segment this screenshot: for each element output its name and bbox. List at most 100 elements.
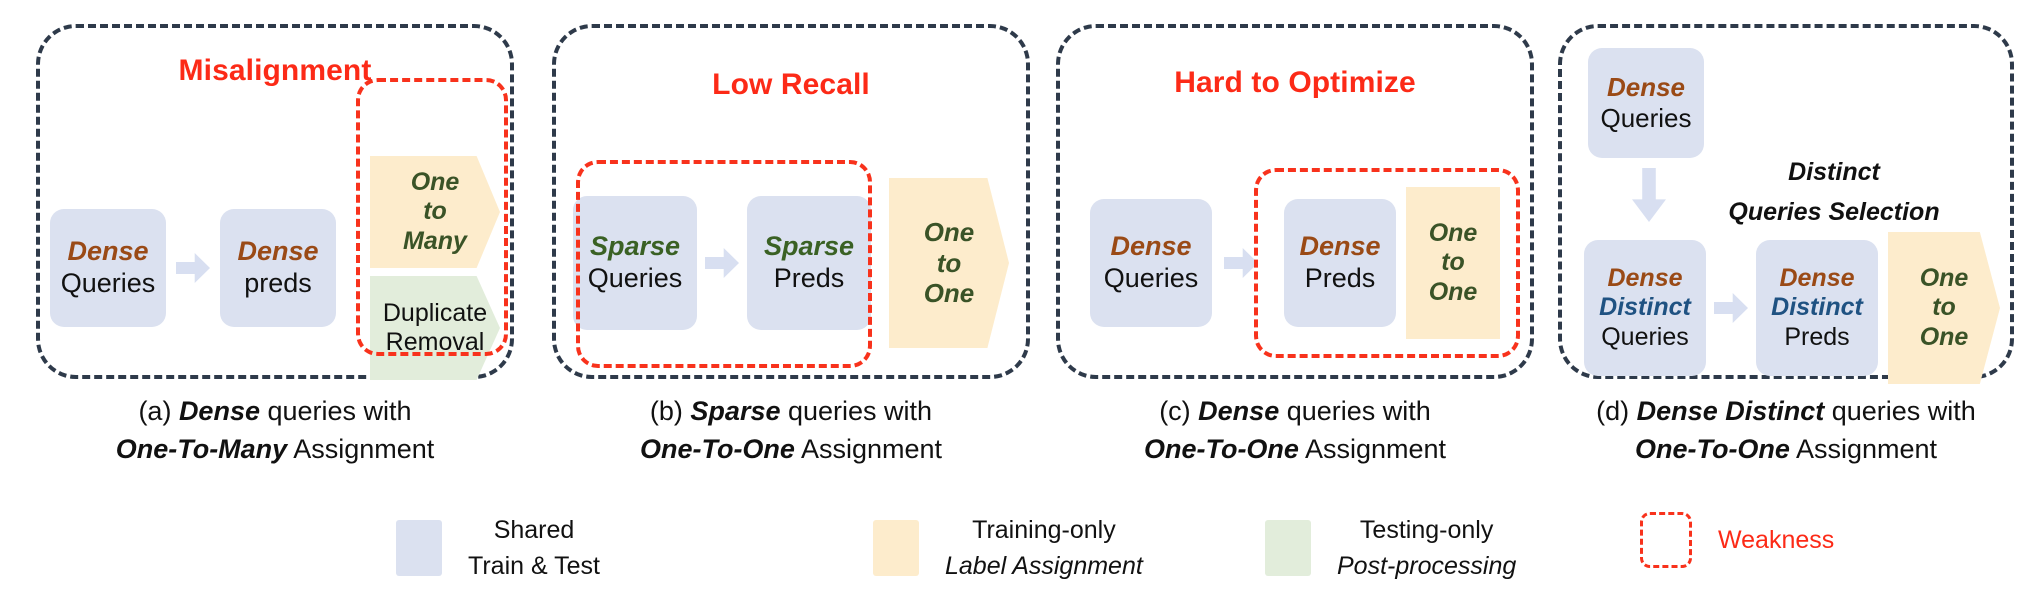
- panel-b: Low Recall Sparse Queries Sparse Preds O…: [552, 24, 1030, 379]
- node-line1: One: [1919, 263, 1969, 292]
- legend-line2: Label Assignment: [945, 552, 1143, 581]
- legend-line1: Shared: [493, 516, 575, 544]
- caption-suffix2: Assignment: [1298, 434, 1447, 465]
- caption-d: (d) Dense Distinct queries with One-To-O…: [1534, 392, 2038, 469]
- node-line2: Queries: [1103, 263, 1199, 293]
- node-line3: One: [1919, 322, 1969, 351]
- node-line2: Distinct: [1599, 293, 1691, 322]
- node-line2: to: [1441, 248, 1465, 277]
- caption-b-line2: One-To-One Assignment: [552, 430, 1030, 468]
- caption-a-line1: (a) Dense queries with: [36, 392, 514, 430]
- caption-b-line1: (b) Sparse queries with: [552, 392, 1030, 430]
- caption-suffix2: Assignment: [287, 434, 435, 465]
- panel-c: Hard to Optimize Dense Queries Dense Pre…: [1056, 24, 1534, 379]
- caption-bold2: One-To-One: [1634, 434, 1790, 465]
- legend-shared: Shared Train & Test: [396, 512, 600, 585]
- panel-d-bottom-row: Dense Distinct Queries Dense Distinct Pr…: [1584, 232, 2000, 384]
- node-line1: One: [410, 167, 460, 196]
- node-line3: Preds: [1784, 322, 1850, 351]
- caption-suffix: queries with: [259, 396, 412, 426]
- node-line2: to: [1932, 293, 1956, 322]
- caption-suffix: queries with: [1279, 396, 1431, 426]
- node-line1: Dense: [67, 236, 149, 267]
- node-dense-queries[interactable]: Dense Queries: [1588, 48, 1704, 158]
- legend-swatch-weakness-icon: [1640, 512, 1692, 568]
- node-line1: Dense: [1110, 231, 1192, 262]
- legend-line2: Post-processing: [1337, 552, 1517, 581]
- node-line2: Removal: [385, 328, 485, 356]
- node-one-to-many[interactable]: One to Many: [370, 156, 500, 268]
- node-one-to-one[interactable]: One to One: [889, 178, 1009, 348]
- node-sparse-queries[interactable]: Sparse Queries: [573, 196, 697, 330]
- caption-bold2: One-To-One: [1143, 434, 1299, 465]
- flow-arrow-icon: [176, 253, 210, 283]
- panel-b-body: Sparse Queries Sparse Preds One to One: [556, 178, 1026, 348]
- node-one-to-one[interactable]: One to One: [1888, 232, 2000, 384]
- legend-line1: Training-only: [972, 516, 1116, 544]
- node-one-to-one[interactable]: One to One: [1406, 187, 1500, 339]
- legend-swatch-testing: [1265, 520, 1311, 577]
- legend-label-weakness: Weakness: [1718, 525, 1835, 554]
- panel-a-body: Dense Queries Dense preds One to Many Du…: [40, 156, 510, 380]
- panel-b-title: Low Recall: [712, 68, 870, 101]
- legend-swatch-training: [873, 520, 919, 577]
- panel-d: Dense Queries Distinct Queries Selection…: [1558, 24, 2014, 384]
- node-dense-preds[interactable]: Dense Preds: [1284, 199, 1396, 327]
- caption-a: (a) Dense queries with One-To-Many Assig…: [36, 392, 514, 469]
- caption-bold: Sparse: [690, 396, 781, 426]
- panel-c-body: Dense Queries Dense Preds One to One: [1060, 187, 1530, 339]
- legend-line1: Testing-only: [1359, 516, 1494, 544]
- flow-arrow-icon: [705, 248, 739, 278]
- caption-prefix: (b): [649, 396, 691, 426]
- node-dense-queries[interactable]: Dense Queries: [1090, 199, 1212, 327]
- legend-line2: Train & Test: [468, 552, 600, 581]
- caption-bold2: One-To-One: [639, 434, 795, 465]
- node-dense-distinct-queries[interactable]: Dense Distinct Queries: [1584, 240, 1706, 376]
- node-line1: One: [1428, 218, 1478, 247]
- node-line1: Dense: [1606, 72, 1686, 103]
- caption-b: (b) Sparse queries with One-To-One Assig…: [552, 392, 1030, 469]
- node-line1: Duplicate: [382, 298, 488, 327]
- caption-bold: Dense: [178, 396, 260, 426]
- panel-c-title: Hard to Optimize: [1174, 66, 1416, 99]
- node-line1: Sparse: [763, 231, 855, 262]
- caption-suffix2: Assignment: [794, 434, 943, 465]
- panel-a: Misalignment Dense Queries Dense preds O…: [36, 24, 514, 380]
- node-line1: One: [923, 216, 975, 247]
- node-line3: One: [923, 278, 975, 309]
- node-line2: Preds: [1304, 263, 1376, 293]
- node-line2: Preds: [773, 263, 845, 293]
- distinct-queries-selection-label: Distinct Queries Selection: [1684, 152, 1984, 232]
- caption-c: (c) Dense queries with One-To-One Assign…: [1056, 392, 1534, 469]
- caption-prefix: (c): [1159, 396, 1199, 426]
- node-dense-distinct-preds[interactable]: Dense Distinct Preds: [1756, 240, 1878, 376]
- node-line1: Dense: [1779, 263, 1855, 292]
- node-dense-queries[interactable]: Dense Queries: [50, 209, 166, 327]
- node-line1: Sparse: [589, 231, 681, 262]
- node-sparse-preds[interactable]: Sparse Preds: [747, 196, 871, 330]
- node-line1: Dense: [237, 236, 319, 267]
- node-dense-preds[interactable]: Dense preds: [220, 209, 336, 327]
- node-line1: Dense: [1299, 231, 1381, 262]
- caption-bold: Dense Distinct: [1636, 396, 1825, 426]
- node-line2: Queries: [1600, 103, 1692, 133]
- node-line2: Queries: [587, 263, 683, 293]
- panel-a-title: Misalignment: [178, 54, 372, 87]
- node-line2: preds: [244, 268, 312, 298]
- caption-c-line1: (c) Dense queries with: [1056, 392, 1534, 430]
- legend-label-testing: Testing-only Post-processing: [1337, 512, 1516, 585]
- panel-d-top-row: Dense Queries: [1588, 48, 1704, 158]
- legend-weakness: Weakness: [1640, 512, 1834, 568]
- node-line3: One: [1428, 277, 1478, 306]
- selection-label-line2: Queries Selection: [1728, 198, 1940, 226]
- node-line2: Queries: [60, 268, 156, 298]
- node-duplicate-removal[interactable]: Duplicate Removal: [370, 276, 500, 380]
- caption-suffix: queries with: [780, 396, 933, 426]
- node-line2: to: [936, 247, 962, 278]
- flow-arrow-icon: [1714, 293, 1748, 323]
- node-line2: to: [423, 197, 447, 226]
- caption-suffix2: Assignment: [1789, 434, 1938, 465]
- node-line3: Many: [403, 226, 467, 255]
- caption-suffix: queries with: [1824, 396, 1976, 426]
